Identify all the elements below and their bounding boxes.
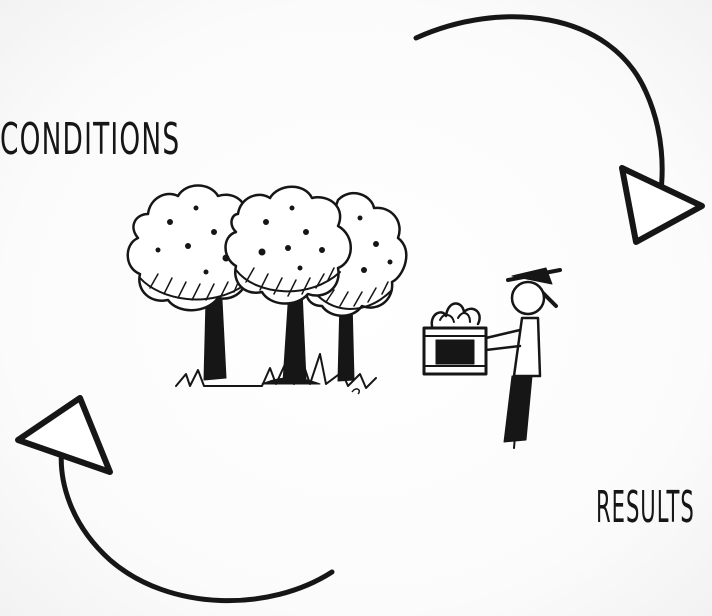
conditions-label: CONDITIONS bbox=[0, 114, 181, 165]
ground-scribbles bbox=[246, 385, 361, 395]
results-label: RESULTS bbox=[596, 482, 695, 533]
top-right-curved-arrow-icon bbox=[413, 14, 705, 245]
trees-illustration bbox=[126, 184, 408, 389]
bottom-left-curved-arrow-icon bbox=[15, 395, 335, 604]
farmer-with-crate-illustration bbox=[422, 267, 562, 449]
